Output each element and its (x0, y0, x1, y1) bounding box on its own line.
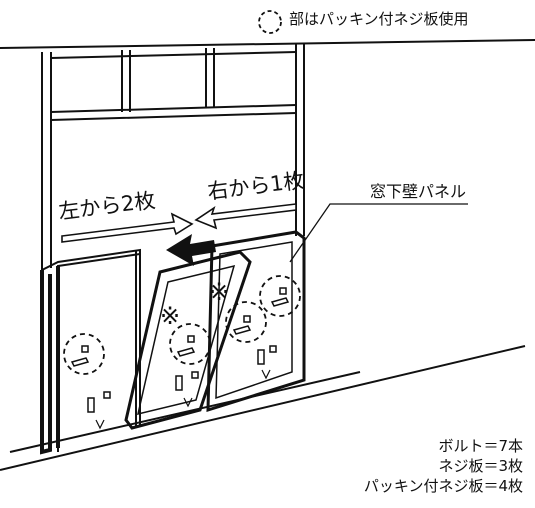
insert-arrow (166, 234, 216, 266)
floor-line (0, 345, 526, 471)
total-screw-plates: ネジ板＝3枚 (438, 457, 523, 475)
panel-label-leader (289, 203, 468, 263)
packing-circle-2 (169, 323, 211, 365)
frame-post-right (295, 44, 305, 236)
plate-2 (175, 371, 199, 391)
note-mark-2: ※ (160, 302, 181, 330)
top-beam (0, 39, 535, 49)
totals-block: ボルト＝7本 ネジ板＝3枚 パッキン付ネジ板＝4枚 (364, 436, 523, 496)
packing-circle-4 (259, 275, 301, 317)
total-packing-plates: パッキン付ネジ板＝4枚 (363, 477, 523, 495)
frame-transom (50, 104, 297, 121)
arrow-from-left (61, 212, 194, 243)
legend-text: 部はパッキン付ネジ板使用 (289, 10, 469, 28)
bolt-2 (176, 335, 196, 357)
frame-mullion-2 (205, 48, 215, 108)
note-mark-1: ※ (209, 278, 230, 306)
packing-circle-1 (63, 333, 105, 375)
frame-top-rail (50, 51, 297, 59)
panel-center (124, 250, 252, 430)
bolt-3 (232, 315, 252, 335)
panel-label: 窓下壁パネル (370, 182, 467, 201)
panel-right (206, 230, 306, 413)
bolt-4 (270, 287, 290, 307)
plate-3 (257, 345, 277, 365)
panel-left-front (40, 266, 60, 455)
total-bolts: ボルト＝7本 (438, 437, 523, 455)
frame-mullion-1 (121, 50, 131, 112)
arrow-from-right (194, 203, 297, 230)
plate-1 (87, 391, 111, 413)
legend-dashed-circle (258, 10, 282, 34)
v-marks (95, 369, 271, 430)
panel-left-edge (135, 250, 141, 426)
packing-circle-3 (225, 301, 267, 343)
frame-post-left (41, 52, 52, 272)
bolt-1 (70, 345, 90, 367)
panel-right-inner (215, 241, 293, 400)
